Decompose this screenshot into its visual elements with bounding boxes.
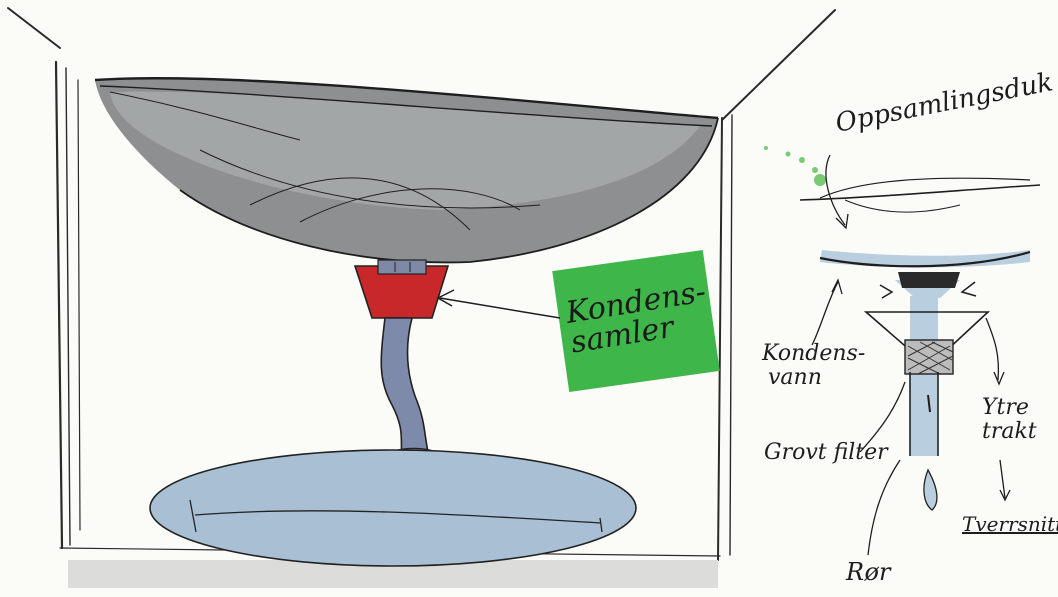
pipe-label: Rør bbox=[846, 558, 890, 586]
red-collector bbox=[355, 260, 448, 318]
funnel-label-line2: trakt bbox=[982, 420, 1037, 444]
condensate-label-line2: vann bbox=[762, 366, 865, 390]
ink-splatter bbox=[764, 146, 826, 186]
funnel-label-line1: Ytre bbox=[982, 396, 1037, 420]
water-bag bbox=[150, 450, 636, 566]
condensate-label: Kondens- vann bbox=[762, 342, 865, 390]
collection-dish bbox=[95, 78, 718, 262]
funnel-label: Ytre trakt bbox=[982, 396, 1037, 444]
hose bbox=[381, 318, 428, 455]
collector-arrow bbox=[438, 290, 560, 318]
overflow-label: Tverrsnitt bbox=[962, 512, 1058, 536]
condensate-label-line1: Kondens- bbox=[762, 342, 865, 366]
filter-label: Grovt filter bbox=[764, 440, 888, 465]
